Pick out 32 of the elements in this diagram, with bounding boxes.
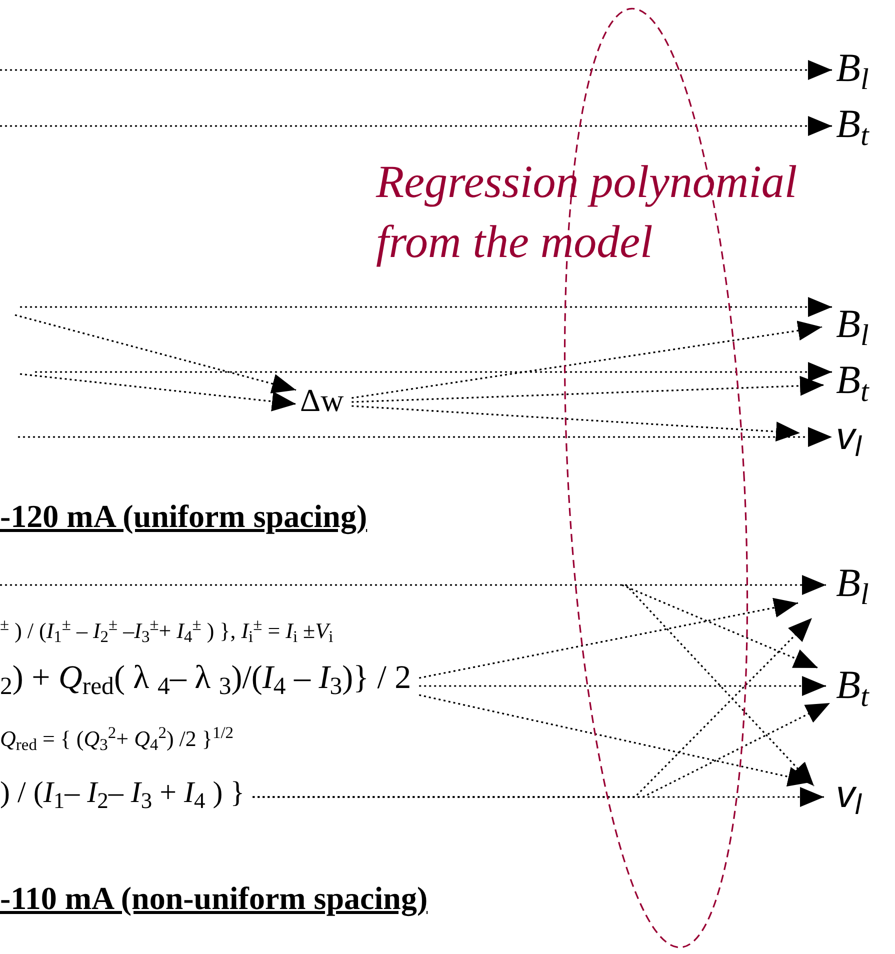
annotation-text: Regression polynomial from the model bbox=[376, 155, 798, 269]
dotted-arrow bbox=[20, 297, 832, 317]
dotted-arrow bbox=[14, 314, 296, 394]
dotted-arrow bbox=[20, 373, 296, 412]
variable-label: B$_{l}$ bbox=[836, 304, 869, 344]
variable-label: Δw bbox=[300, 384, 344, 416]
section-heading: -120 mA (uniform spacing) bbox=[0, 500, 368, 532]
formula: ) / (I$_{1}$– I$_{2}$– I$_{3}$ + I$_{4}$ ) } bbox=[0, 778, 245, 808]
dotted-arrow bbox=[0, 60, 832, 80]
dotted-arrow bbox=[18, 427, 832, 447]
dotted-arrow bbox=[419, 676, 826, 696]
formula: Q$_{red}$ = { (Q$_{3}$$^{2}$+ Q$_{4}$$^{2}$) /2 }$^{1/2}$ bbox=[0, 728, 234, 750]
dotted-arrow bbox=[35, 362, 832, 382]
variable-label: B$_{t}$ bbox=[836, 360, 869, 400]
variable-label: B$_{l}$ bbox=[836, 563, 869, 603]
formula: $_{2}$) + Q$_{red}$( λ $_{4}$– λ $_{3}$)/(I$_{4}$ – I$_{3}$)} / 2 bbox=[0, 662, 412, 695]
variable-label: B$_{t}$ bbox=[836, 104, 869, 144]
dotted-arrow bbox=[352, 405, 800, 442]
dotted-arrow bbox=[0, 116, 832, 136]
dotted-arrow bbox=[625, 584, 815, 787]
section-heading: -110 mA (non-uniform spacing) bbox=[0, 882, 428, 914]
dotted-arrow bbox=[352, 320, 822, 399]
dotted-arrow bbox=[0, 575, 826, 595]
variable-label: B$_{t}$ bbox=[836, 665, 869, 705]
dotted-arrow bbox=[622, 584, 818, 669]
variable-label: v$_{l}$ bbox=[836, 776, 862, 814]
dotted-arrow bbox=[252, 702, 830, 798]
dotted-arrow bbox=[418, 598, 798, 679]
formula: $^{±}$ ) / (I$_{1}$$^{±}$ – I$_{2}$$^{±}$ –I$_{3}$$^{±}$+ I$_{4}$$^{±}$ ) }, I$_{i}$$^{±}$ = I$_{i}$ ±V$_{i}$ bbox=[0, 620, 334, 642]
dotted-arrow bbox=[352, 376, 824, 403]
variable-label: v$_{l}$ bbox=[836, 418, 862, 456]
variable-label: B$_{l}$ bbox=[836, 48, 869, 88]
